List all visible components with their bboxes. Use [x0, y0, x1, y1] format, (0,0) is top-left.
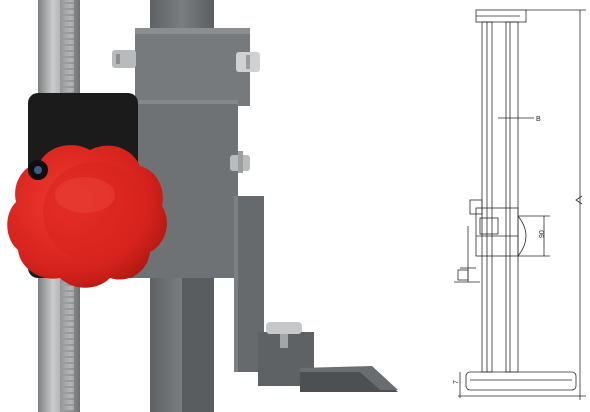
dimension-label-7: 7: [453, 380, 460, 384]
dimension-label-90: 90: [539, 230, 546, 238]
drawing-base: [465, 371, 577, 391]
jaw-lock-screw: [266, 322, 302, 348]
clamp-screw-right: [236, 52, 260, 72]
fine-adjust-screw: [230, 151, 250, 173]
top-clamp-block: [135, 28, 250, 106]
drawing-rack: [505, 21, 519, 373]
technical-drawing: B 90 7: [453, 9, 586, 400]
dimension-label-b: B: [536, 116, 541, 123]
drawing-slider: [475, 207, 519, 257]
clamp-screw-left: [112, 50, 136, 68]
height-gauge-photo: [7, 0, 398, 412]
